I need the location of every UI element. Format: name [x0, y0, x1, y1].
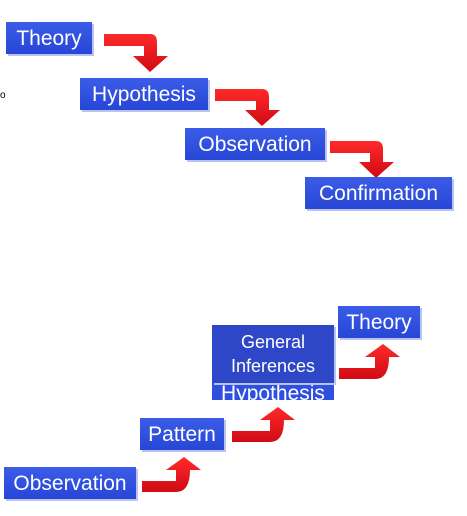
- inductive-step-hypothesis-label: Hypothesis: [221, 382, 325, 400]
- deductive-step-confirmation: Confirmation: [305, 177, 452, 209]
- arrow-hypothesis-to-observation: [215, 89, 280, 126]
- arrow-observation-to-confirmation: [330, 141, 394, 178]
- deductive-step-theory: Theory: [6, 22, 92, 54]
- arrow-observation-to-pattern: [142, 457, 201, 492]
- deductive-step-observation: Observation: [185, 128, 325, 160]
- inferences-label: Inferences: [230, 356, 316, 376]
- stray-mark: o: [0, 90, 6, 101]
- arrow-hypothesis-to-theory: [339, 344, 400, 379]
- inductive-step-theory: Theory: [338, 306, 420, 338]
- arrow-theory-to-hypothesis: [104, 34, 168, 72]
- inductive-step-general-inferences: General Inferences: [212, 325, 334, 383]
- general-label: General: [240, 332, 306, 352]
- arrow-pattern-to-hypothesis: [232, 407, 295, 442]
- inductive-step-pattern: Pattern: [140, 418, 224, 450]
- deductive-step-hypothesis: Hypothesis: [80, 78, 208, 110]
- inductive-step-observation: Observation: [4, 467, 136, 499]
